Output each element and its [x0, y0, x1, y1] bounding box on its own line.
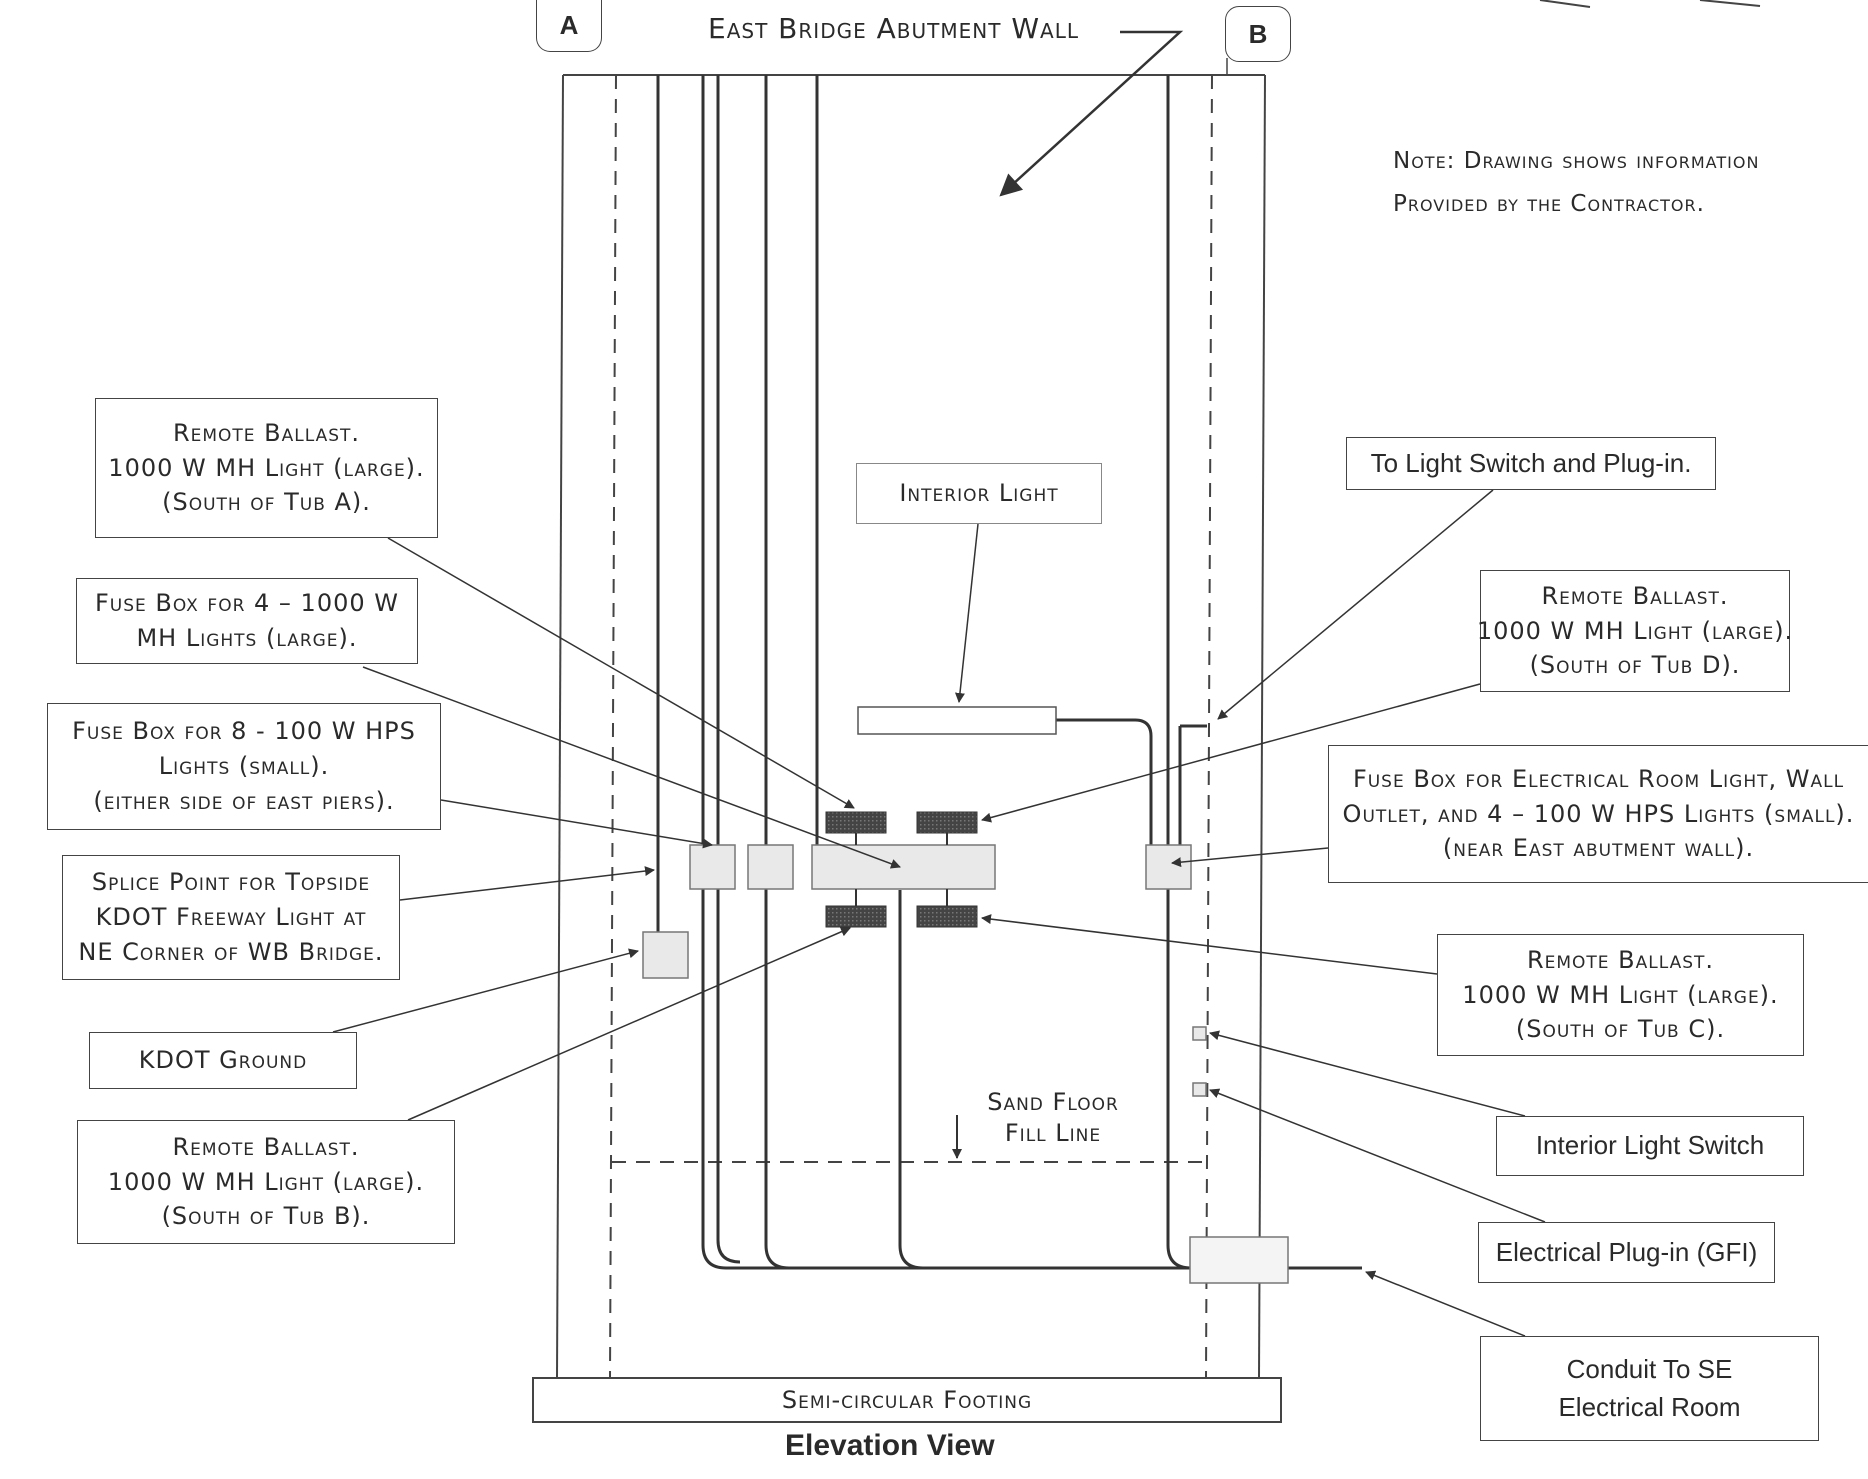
- label-remote-ballast-tub-b: Remote Ballast. 1000 W MH Light (large).…: [77, 1120, 455, 1244]
- leader-lines: [332, 489, 1546, 1337]
- label-kdot-ground: KDOT Ground: [89, 1032, 357, 1089]
- label-remote-ballast-tub-d: Remote Ballast. 1000 W MH Light (large).…: [1477, 570, 1792, 692]
- label-fuse-box-small: Fuse Box for 8 - 100 W HPS Lights (small…: [47, 703, 441, 830]
- label-interior-light-switch: Interior Light Switch: [1496, 1116, 1804, 1176]
- interior-light-fixture: [857, 706, 1057, 735]
- diagram-title: East Bridge Abutment Wall: [708, 12, 1079, 45]
- label-sand-floor-fill-line: Sand Floor Fill Line: [987, 1087, 1119, 1147]
- label-splice-point: Splice Point for Topside KDOT Freeway Li…: [62, 855, 400, 980]
- semi-circular-footing: [532, 1377, 1282, 1423]
- junction-boxes: [642, 844, 1289, 1284]
- dashed-wall-lines: [609, 74, 1213, 1379]
- label-fuse-box-electrical-room: Fuse Box for Electrical Room Light, Wall…: [1328, 745, 1868, 883]
- label-electrical-plugin-gfi: Electrical Plug-in (GFI): [1478, 1222, 1775, 1283]
- label-semi-circular-footing: Semi-circular Footing: [781, 1385, 1033, 1414]
- partial-arrow-marks: [1539, 0, 1761, 8]
- label-fuse-box-large: Fuse Box for 4 – 1000 W MH Lights (large…: [76, 578, 418, 664]
- tag-b: B: [1225, 6, 1291, 62]
- conduit-lines: [656, 75, 1362, 1270]
- label-remote-ballast-tub-c: Remote Ballast. 1000 W MH Light (large).…: [1437, 934, 1804, 1056]
- label-conduit-se-electrical-room: Conduit To SE Electrical Room: [1480, 1336, 1819, 1441]
- label-remote-ballast-tub-a: Remote Ballast. 1000 W MH Light (large).…: [95, 398, 438, 538]
- figure-caption: Elevation View: [785, 1429, 995, 1462]
- title-leader: [999, 30, 1184, 197]
- tag-a: A: [536, 0, 602, 52]
- label-to-light-switch: To Light Switch and Plug-in.: [1346, 437, 1716, 490]
- contractor-note: Note: Drawing shows information Provided…: [1393, 148, 1760, 217]
- label-interior-light: Interior Light: [856, 463, 1102, 524]
- abutment-wall: [556, 74, 1266, 1379]
